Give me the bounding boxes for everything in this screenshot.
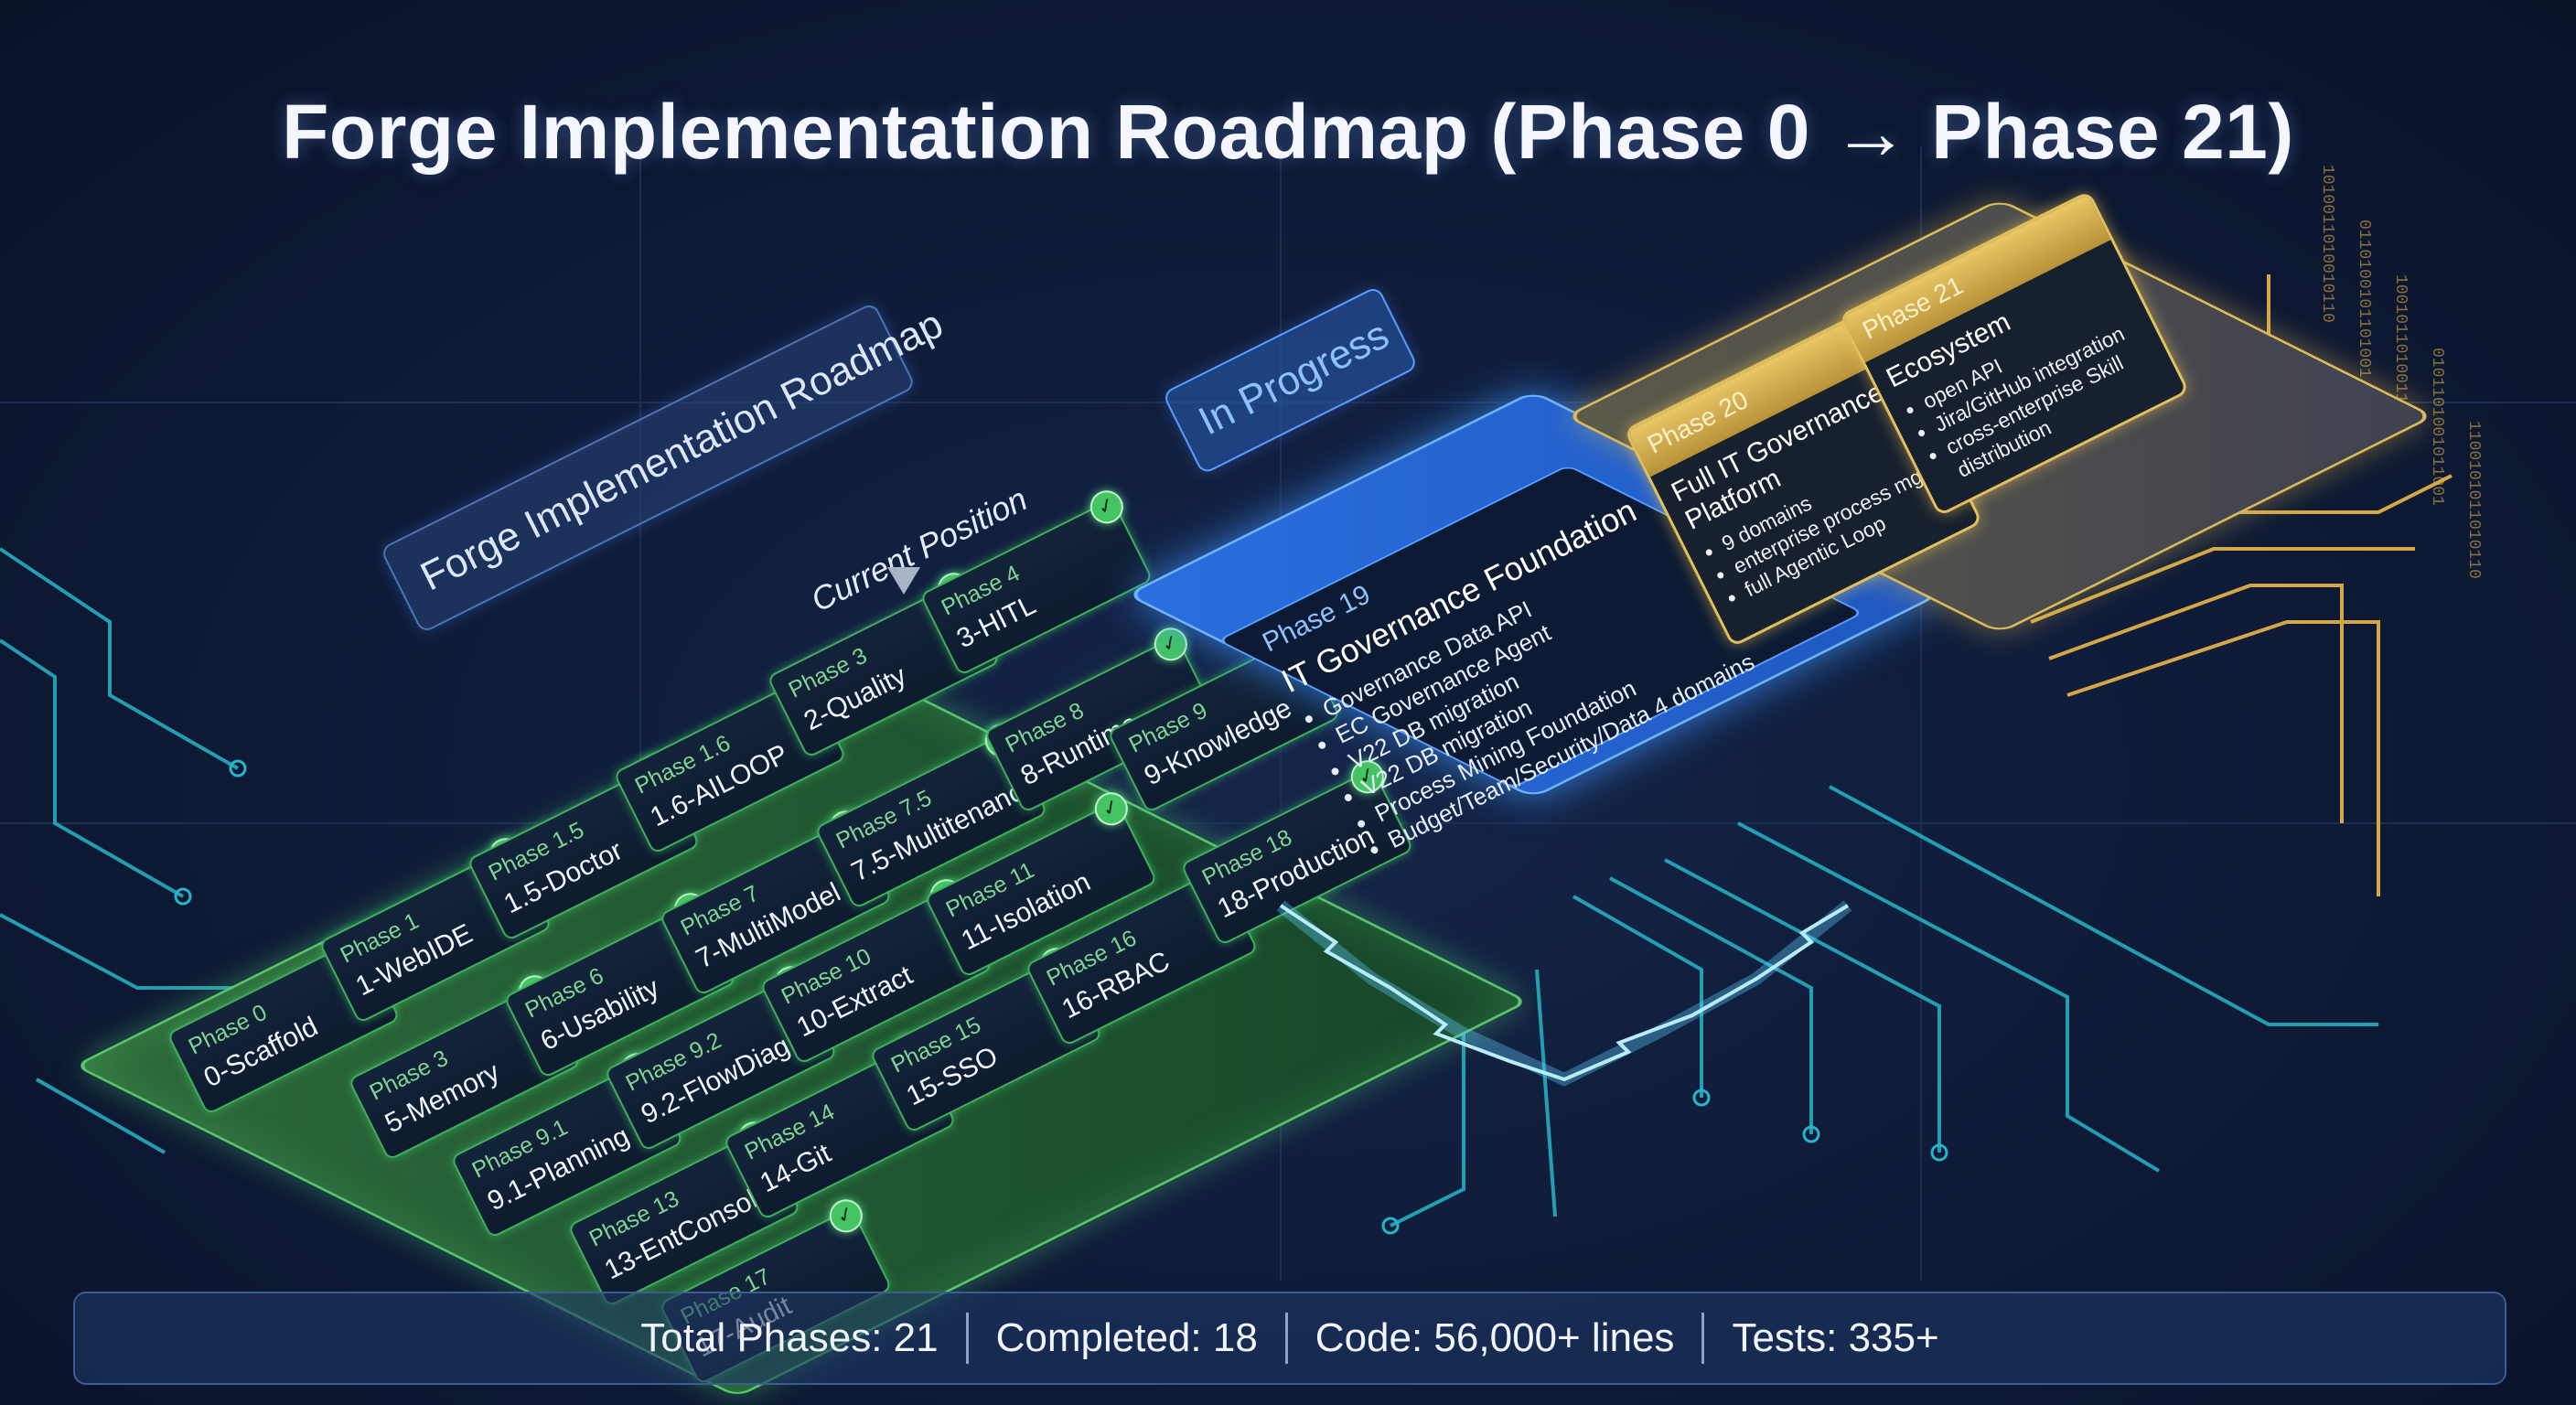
stat-divider [965,1313,969,1364]
stats-bar: Total Phases: 21 Completed: 18 Code: 56,… [73,1292,2506,1385]
svg-text:0110100101101001: 0110100101101001 [2355,220,2373,378]
stat-tests: Tests: 335+ [1732,1315,1939,1360]
svg-text:1001011010011010: 1001011010011010 [2391,274,2410,433]
svg-text:1100101011010110: 1100101011010110 [2464,421,2483,579]
stat-divider [1284,1313,1288,1364]
stat-completed: Completed: 18 [995,1315,1258,1360]
stat-code-lines: Code: 56,000+ lines [1315,1315,1675,1360]
svg-text:1010011010010110: 1010011010010110 [2318,165,2336,323]
stat-total-phases: Total Phases: 21 [640,1315,939,1360]
stat-divider [1701,1313,1705,1364]
svg-text:0101101001011001: 0101101001011001 [2428,348,2446,506]
current-position-arrow-icon [887,567,920,595]
page-title: Forge Implementation Roadmap (Phase 0 → … [282,89,2294,175]
energy-connector [1276,900,1852,1087]
